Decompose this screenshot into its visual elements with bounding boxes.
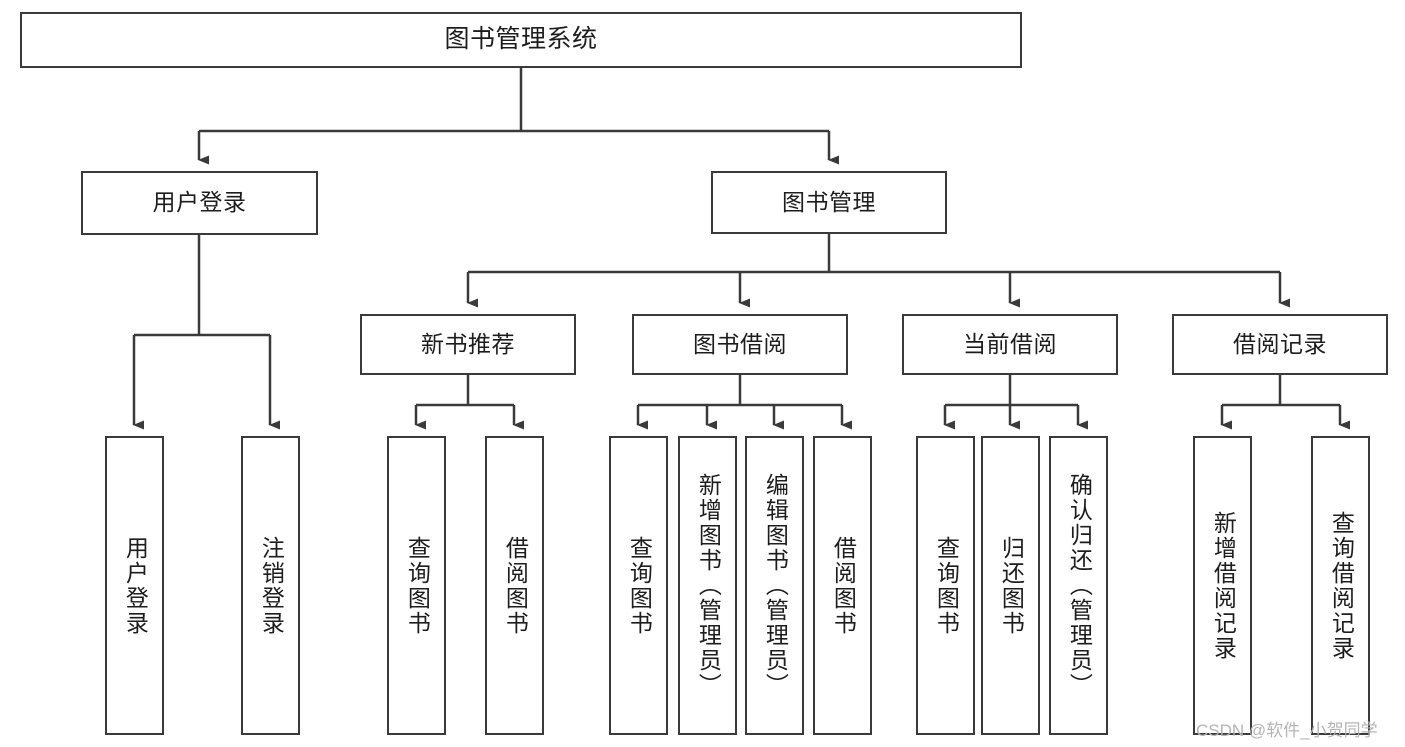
leaf-record-query-record[interactable]: 查询借阅记录 [1311, 436, 1370, 735]
node-label: 新书推荐 [421, 330, 515, 357]
node-label: 新增借阅记录 [1210, 510, 1237, 661]
node-label: 图书借阅 [693, 330, 787, 357]
leaf-recommend-query-book[interactable]: 查询图书 [387, 436, 446, 735]
node-label: 用户登录 [152, 189, 247, 216]
node-label: 用户登录 [122, 535, 149, 636]
node-current-borrow[interactable]: 当前借阅 [902, 314, 1118, 375]
leaf-borrow-borrow-book[interactable]: 借阅图书 [813, 436, 872, 735]
leaf-borrow-edit-book-admin[interactable]: 编辑图书（管理员） [745, 436, 804, 735]
node-label: 查询图书 [404, 535, 431, 636]
node-label: 图书管理 [782, 188, 876, 215]
node-new-book-recommend[interactable]: 新书推荐 [360, 314, 576, 375]
node-book-management[interactable]: 图书管理 [711, 171, 947, 234]
node-label: 归还图书 [998, 535, 1025, 636]
node-label: 确认归还（管理员） [1066, 473, 1093, 698]
node-user-login[interactable]: 用户登录 [81, 171, 318, 235]
node-label: 查询借阅记录 [1328, 510, 1355, 661]
node-label: 查询图书 [626, 535, 653, 636]
node-label: 新增图书（管理员） [695, 473, 722, 698]
node-label: 注销登录 [258, 535, 285, 636]
leaf-current-query-book[interactable]: 查询图书 [916, 436, 975, 735]
leaf-current-return-book[interactable]: 归还图书 [981, 436, 1040, 735]
node-book-borrow[interactable]: 图书借阅 [632, 314, 848, 375]
leaf-recommend-borrow-book[interactable]: 借阅图书 [485, 436, 544, 735]
node-label: 借阅图书 [830, 535, 857, 636]
leaf-user-login-login[interactable]: 用户登录 [105, 436, 164, 735]
node-label: 借阅图书 [502, 535, 529, 636]
node-borrow-record[interactable]: 借阅记录 [1172, 314, 1388, 375]
leaf-user-login-logout[interactable]: 注销登录 [241, 436, 300, 735]
node-label: 当前借阅 [963, 330, 1057, 357]
leaf-borrow-query-book[interactable]: 查询图书 [609, 436, 668, 735]
node-label: 借阅记录 [1233, 330, 1327, 357]
node-label: 图书管理系统 [444, 25, 598, 54]
leaf-borrow-add-book-admin[interactable]: 新增图书（管理员） [678, 436, 737, 735]
csdn-watermark: CSDN @软件_小贺同学 [1196, 721, 1378, 740]
node-root-system[interactable]: 图书管理系统 [20, 12, 1022, 68]
node-label: 查询图书 [933, 535, 960, 636]
leaf-current-confirm-return-admin[interactable]: 确认归还（管理员） [1049, 436, 1108, 735]
leaf-record-add-record[interactable]: 新增借阅记录 [1193, 436, 1252, 735]
node-label: 编辑图书（管理员） [762, 473, 789, 698]
